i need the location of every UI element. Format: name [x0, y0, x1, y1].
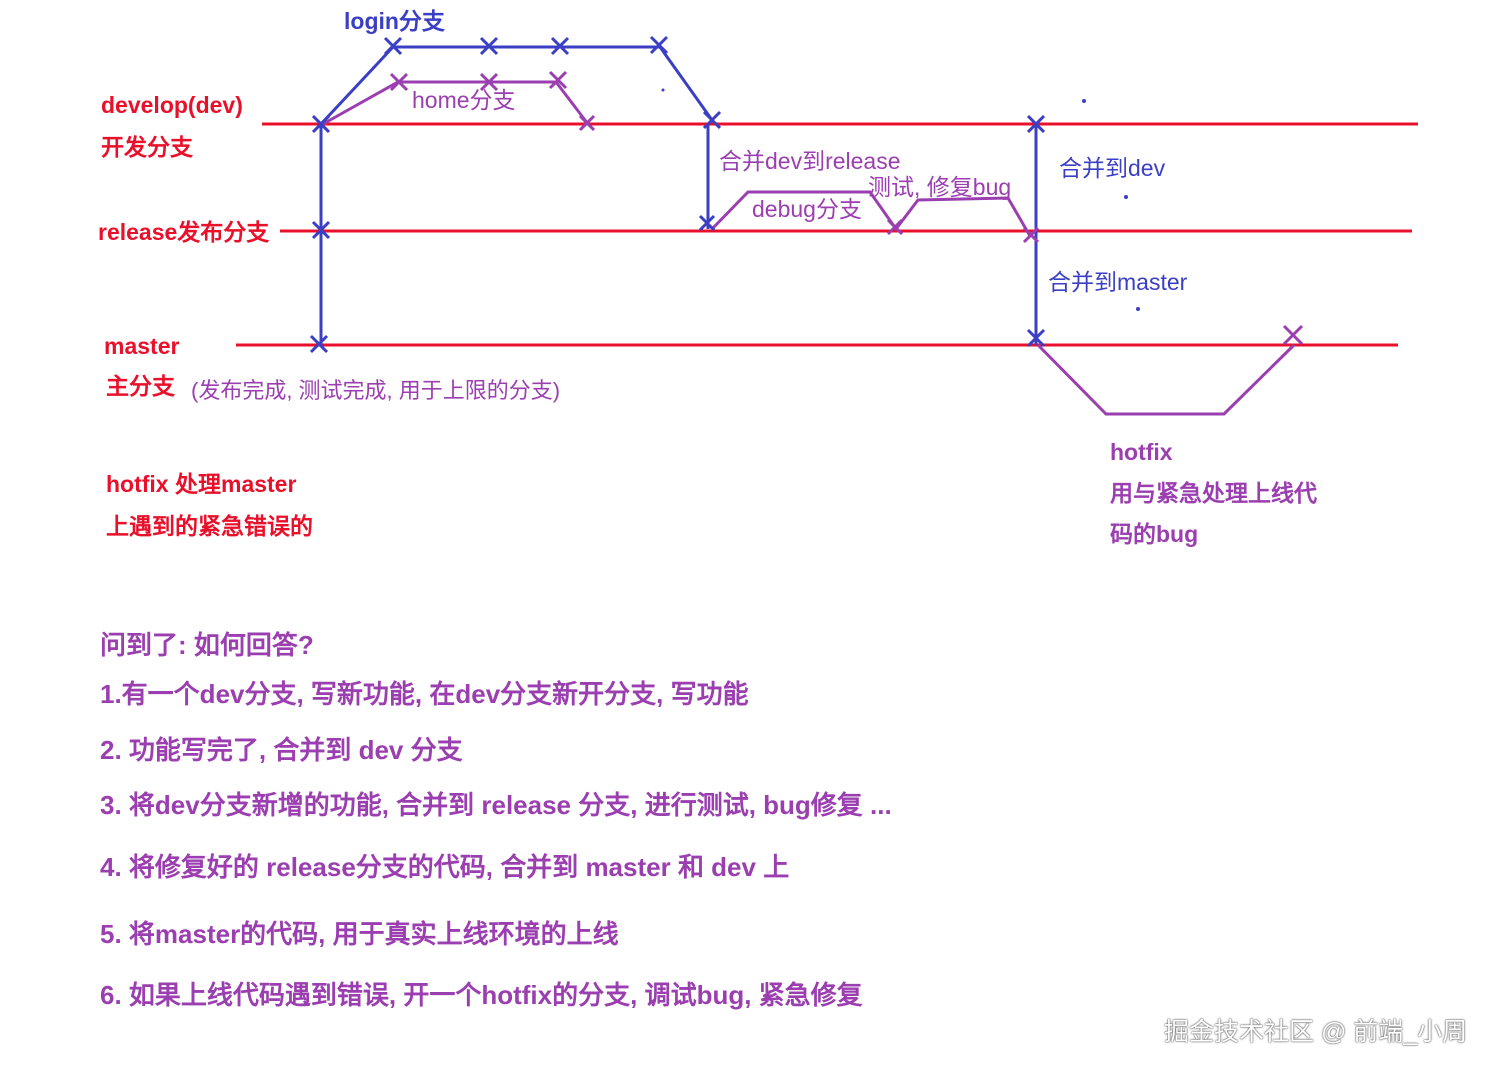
- hotfix-branch-path: [1036, 343, 1296, 416]
- hotfix-note-line1: hotfix 处理master: [106, 471, 297, 497]
- hotfix-desc-line1: 用与紧急处理上线代: [1110, 480, 1317, 506]
- login-branch-path: [319, 45, 714, 126]
- merge-to-dev-label: 合并到dev: [1059, 155, 1166, 181]
- master-title: master: [104, 333, 180, 359]
- home-branch-label: home分支: [412, 87, 516, 113]
- release-label: release发布分支: [98, 219, 270, 245]
- qa-step-4: 4. 将修复好的 release分支的代码, 合并到 master 和 dev …: [100, 852, 790, 882]
- hotfix-desc-line2: 码的bug: [1110, 521, 1199, 547]
- merge-dev-release-label: 合并dev到release: [719, 148, 901, 174]
- home-branch-path: [322, 80, 590, 126]
- master-subtitle: 主分支: [106, 373, 175, 399]
- qa-step-6: 6. 如果上线代码遇到错误, 开一个hotfix的分支, 调试bug, 紧急修复: [100, 980, 863, 1010]
- debug-branch-label: debug分支: [752, 196, 862, 222]
- qa-step-5: 5. 将master的代码, 用于真实上线环境的上线: [100, 919, 619, 949]
- stray-dots: [661, 88, 1140, 311]
- develop-title: develop(dev): [101, 92, 243, 118]
- qa-question: 问到了: 如何回答?: [100, 630, 314, 660]
- purple-commit-markers: [389, 70, 1304, 346]
- qa-step-1: 1.有一个dev分支, 写新功能, 在dev分支新开分支, 写功能: [100, 679, 749, 709]
- hotfix-note-line2: 上遇到的紧急错误的: [106, 513, 313, 539]
- login-branch-label: login分支: [344, 8, 445, 34]
- qa-step-2: 2. 功能写完了, 合并到 dev 分支: [100, 735, 463, 765]
- blue-commit-markers: [309, 35, 1046, 354]
- develop-subtitle: 开发分支: [101, 134, 193, 160]
- qa-step-3: 3. 将dev分支新增的功能, 合并到 release 分支, 进行测试, bu…: [100, 790, 892, 820]
- master-note: (发布完成, 测试完成, 用于上限的分支): [191, 378, 561, 403]
- merge-to-master-label: 合并到master: [1048, 269, 1188, 295]
- hotfix-title: hotfix: [1110, 439, 1173, 465]
- test-fix-label: 测试, 修复bug: [868, 174, 1012, 200]
- watermark: 掘金技术社区 @ 前端_小周: [1164, 1018, 1468, 1046]
